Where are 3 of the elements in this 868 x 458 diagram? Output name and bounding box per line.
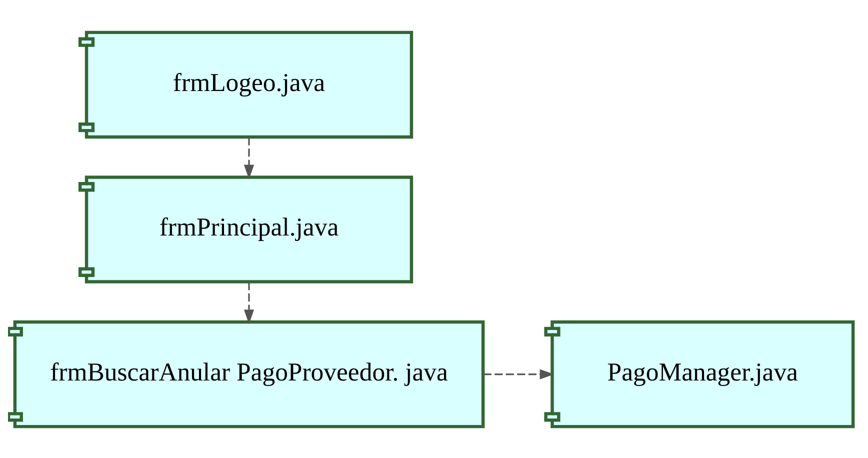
arrow [244, 136, 254, 179]
arrow [483, 368, 554, 379]
arrow [244, 282, 254, 324]
